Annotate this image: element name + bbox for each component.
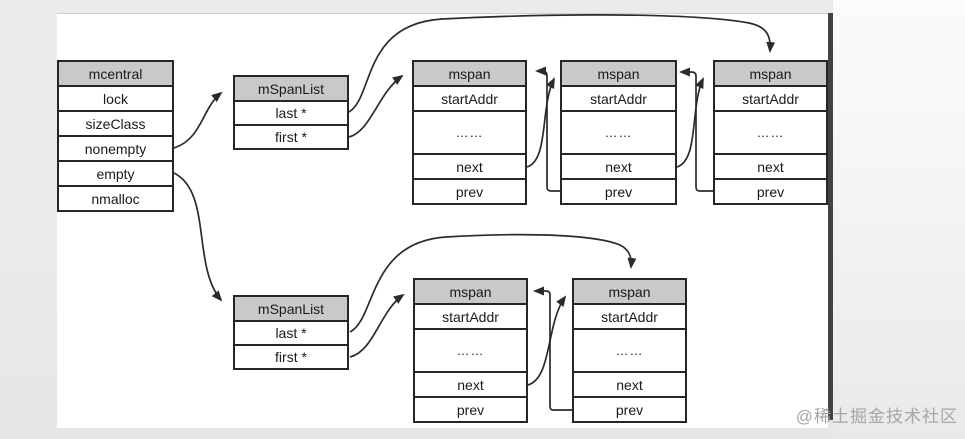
- mspan-top-2-row-prev: prev: [562, 178, 675, 203]
- mcentral-row-nonempty: nonempty: [59, 135, 172, 160]
- mspan-bottom-1-header: mspan: [415, 280, 526, 303]
- mspanlist-top-header: mSpanList: [235, 77, 347, 100]
- mspan-top-1-row-ellipsis: ……: [414, 110, 525, 153]
- mspanlist-bottom-row-last: last *: [235, 320, 347, 344]
- mspan-bottom-1-row-startaddr: startAddr: [415, 303, 526, 328]
- mspan-top-3-table: mspan startAddr …… next prev: [713, 60, 828, 205]
- mspan-bottom-2-header: mspan: [574, 280, 685, 303]
- mspan-top-2-table: mspan startAddr …… next prev: [560, 60, 677, 205]
- mspan-bottom-2-table: mspan startAddr …… next prev: [572, 278, 687, 423]
- mspan-bottom-2-row-prev: prev: [574, 396, 685, 421]
- mspan-top-2-row-startaddr: startAddr: [562, 85, 675, 110]
- mspan-bottom-1-row-ellipsis: ……: [415, 328, 526, 371]
- mcentral-row-lock: lock: [59, 85, 172, 110]
- mspanlist-top-table: mSpanList last * first *: [233, 75, 349, 150]
- mspan-top-3-row-startaddr: startAddr: [715, 85, 826, 110]
- mspan-bottom-1-table: mspan startAddr …… next prev: [413, 278, 528, 423]
- mspan-bottom-1-row-prev: prev: [415, 396, 526, 421]
- mspan-top-1-row-startaddr: startAddr: [414, 85, 525, 110]
- mspan-top-2-header: mspan: [562, 62, 675, 85]
- mspan-top-3-header: mspan: [715, 62, 826, 85]
- mspan-top-3-row-ellipsis: ……: [715, 110, 826, 153]
- mspan-top-1-header: mspan: [414, 62, 525, 85]
- mcentral-row-empty: empty: [59, 160, 172, 185]
- mspan-top-1-row-next: next: [414, 153, 525, 178]
- mspan-top-2-row-ellipsis: ……: [562, 110, 675, 153]
- mspanlist-bottom-header: mSpanList: [235, 297, 347, 320]
- mspan-top-2-row-next: next: [562, 153, 675, 178]
- mspan-top-3-row-prev: prev: [715, 178, 826, 203]
- mcentral-table: mcentral lock sizeClass nonempty empty n…: [57, 60, 174, 212]
- mspan-top-3-row-next: next: [715, 153, 826, 178]
- mspanlist-top-row-first: first *: [235, 124, 347, 148]
- background-right-strip: [833, 0, 965, 439]
- mspan-bottom-2-row-ellipsis: ……: [574, 328, 685, 371]
- mspan-bottom-2-row-next: next: [574, 371, 685, 396]
- mspanlist-bottom-row-first: first *: [235, 344, 347, 368]
- mcentral-row-nmalloc: nmalloc: [59, 185, 172, 210]
- mcentral-row-sizeclass: sizeClass: [59, 110, 172, 135]
- mspan-top-1-table: mspan startAddr …… next prev: [412, 60, 527, 205]
- mcentral-header: mcentral: [59, 62, 172, 85]
- mspan-top-1-row-prev: prev: [414, 178, 525, 203]
- mspan-bottom-1-row-next: next: [415, 371, 526, 396]
- mspanlist-top-row-last: last *: [235, 100, 347, 124]
- watermark: @稀土掘金技术社区: [795, 407, 958, 426]
- mspan-bottom-2-row-startaddr: startAddr: [574, 303, 685, 328]
- canvas-edge-bar: [828, 13, 833, 420]
- mspanlist-bottom-table: mSpanList last * first *: [233, 295, 349, 370]
